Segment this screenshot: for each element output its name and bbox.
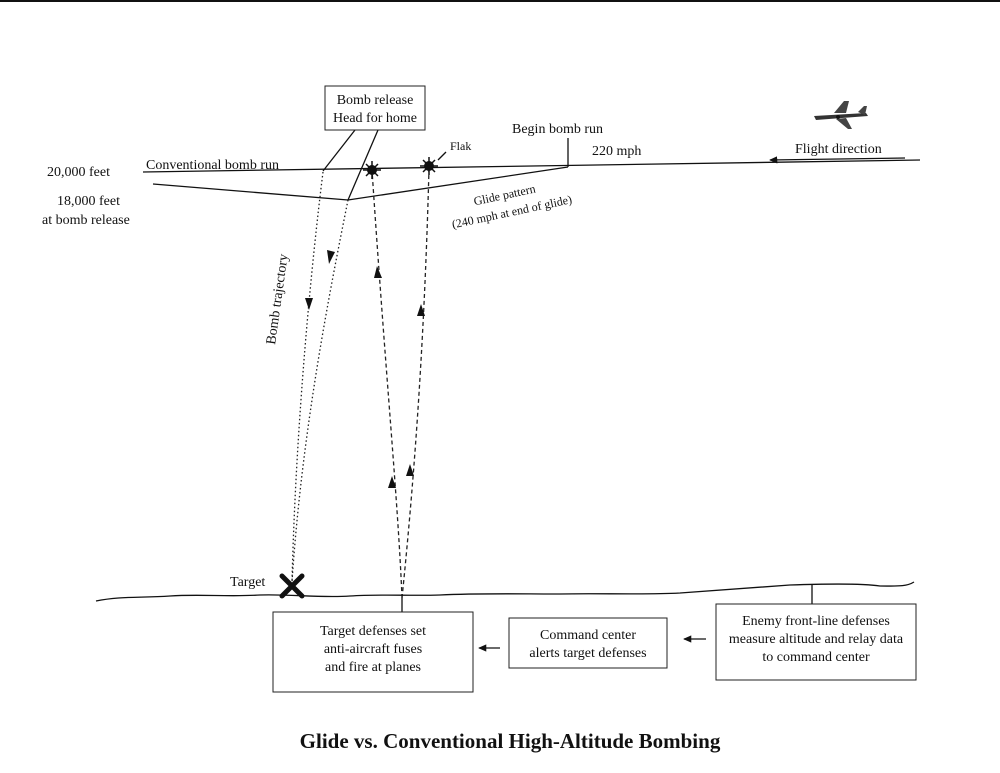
- command-center-box: [508, 617, 668, 669]
- target-x-icon: [279, 573, 305, 599]
- flak-arrow-2: [417, 304, 425, 316]
- flak-burst-icon: [363, 161, 381, 179]
- bomb-release-box: [324, 85, 426, 131]
- trajectory-arrow-2: [327, 250, 335, 264]
- flak-line-2: [401, 167, 430, 599]
- diagram-title: Glide vs. Conventional High-Altitude Bom…: [300, 729, 721, 753]
- flak-burst-icon: [420, 157, 438, 175]
- head-for-home-line-2: [347, 129, 379, 201]
- bomb-release-line1: Bomb release: [337, 93, 414, 108]
- bomb-trajectory-label: Bomb trajectory: [264, 253, 292, 346]
- flight-direction-arrow: [769, 156, 906, 164]
- airplane-icon: [814, 101, 868, 129]
- flak-line-1: [371, 169, 403, 599]
- bomb-release-line2: Head for home: [333, 111, 417, 126]
- bomb-trajectory-path-2: [291, 199, 349, 583]
- command-center-line1: Command center: [540, 628, 636, 643]
- flak-arrow-1: [374, 266, 382, 278]
- enemy-frontline-box: [715, 603, 917, 681]
- conventional-run-label: Conventional bomb run: [146, 158, 279, 173]
- target-defenses-line1: Target defenses set: [320, 624, 426, 639]
- command-center-line2: alerts target defenses: [529, 646, 646, 661]
- flak-label: Flak: [450, 139, 471, 153]
- flight-direction-label: Flight direction: [795, 142, 882, 157]
- flak-arrow-4: [406, 464, 414, 476]
- target-defenses-line3: and fire at planes: [325, 660, 421, 675]
- head-for-home-line-1: [322, 129, 356, 172]
- speed-220-label: 220 mph: [592, 144, 641, 159]
- conventional-run-line: [142, 159, 921, 173]
- altitude-18000-label-line1: 18,000 feet: [57, 194, 120, 209]
- flak-pointer: [437, 151, 447, 161]
- altitude-20000-label: 20,000 feet: [47, 165, 110, 180]
- target-defenses-line2: anti-aircraft fuses: [324, 642, 422, 657]
- altitude-18000-label-line2: at bomb release: [42, 213, 130, 228]
- trajectory-arrow-1: [305, 298, 313, 310]
- begin-bomb-run-label: Begin bomb run: [512, 122, 603, 137]
- flak-arrow-3: [388, 476, 396, 488]
- enemy-frontline-line3: to command center: [762, 650, 870, 665]
- ground-line: [95, 581, 915, 602]
- target-defenses-box: [272, 611, 474, 693]
- enemy-frontline-line2: measure altitude and relay data: [729, 632, 904, 647]
- enemy-frontline-line1: Enemy front-line defenses: [742, 614, 890, 629]
- target-label: Target: [230, 575, 265, 590]
